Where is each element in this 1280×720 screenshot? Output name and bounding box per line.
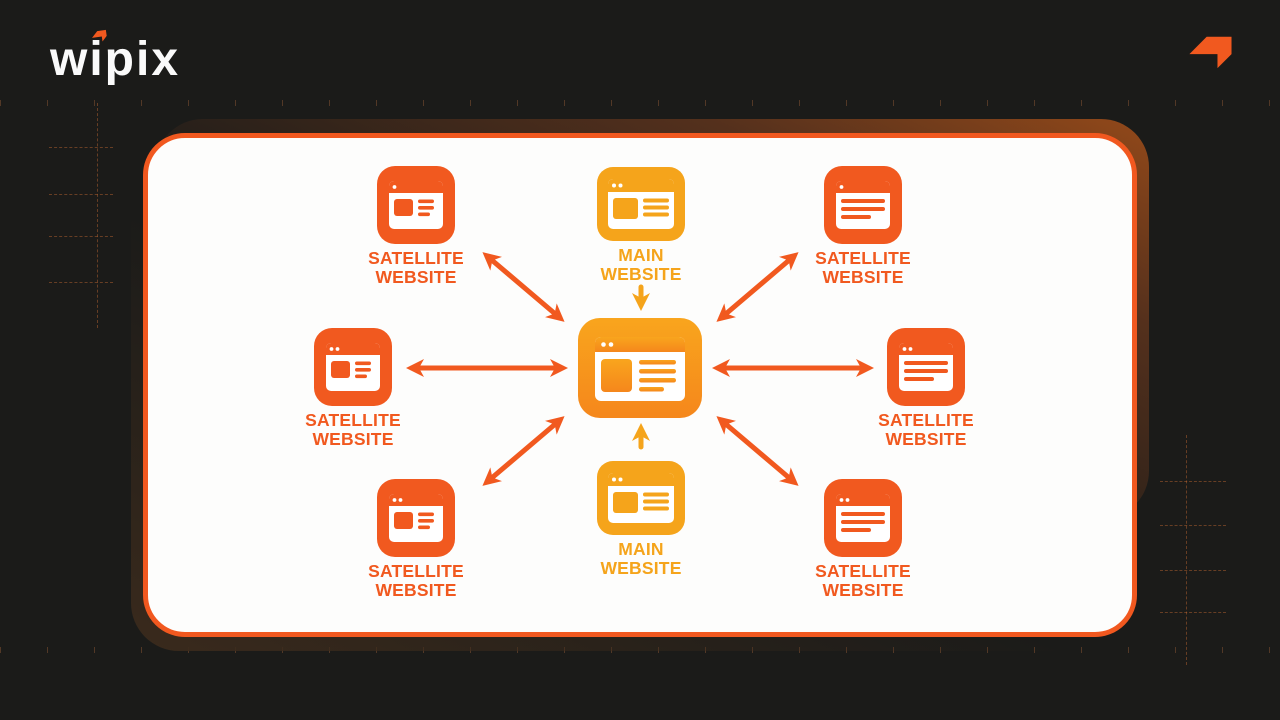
browser-article-icon <box>824 479 902 557</box>
node-label-line1: MAIN <box>618 245 664 265</box>
node-label-line1: SATELLITE <box>305 410 401 430</box>
node-label-line2: WEBSITE <box>375 267 457 287</box>
node-label: MAIN WEBSITE <box>561 540 721 578</box>
node-label: SATELLITE WEBSITE <box>336 249 496 287</box>
dashed-line <box>1160 481 1226 482</box>
node-label-line2: WEBSITE <box>885 429 967 449</box>
dashed-line <box>1160 525 1226 526</box>
node-label-line2: WEBSITE <box>822 580 904 600</box>
node-label: MAIN WEBSITE <box>561 246 721 284</box>
brand-logo: wipix <box>50 34 180 86</box>
node-satellite-top-right: SATELLITE WEBSITE <box>783 166 943 287</box>
node-label-line1: MAIN <box>618 539 664 559</box>
browser-window-icon <box>597 167 685 241</box>
central-hub-browser-icon <box>578 318 702 418</box>
node-label-line2: WEBSITE <box>312 429 394 449</box>
browser-article-icon <box>824 166 902 244</box>
node-label: SATELLITE WEBSITE <box>846 411 1006 449</box>
node-label-line1: SATELLITE <box>368 561 464 581</box>
dashed-line <box>1186 435 1187 665</box>
browser-window-icon <box>314 328 392 406</box>
node-label-line2: WEBSITE <box>822 267 904 287</box>
dashed-line <box>49 194 113 195</box>
dashed-line <box>49 236 113 237</box>
node-satellite-bottom-left: SATELLITE WEBSITE <box>336 479 496 600</box>
brand-logo-text: wipix <box>50 33 181 86</box>
browser-window-icon <box>597 461 685 535</box>
brand-arrow-icon <box>1184 26 1238 80</box>
node-satellite-bottom-right: SATELLITE WEBSITE <box>783 479 943 600</box>
node-satellite-mid-left: SATELLITE WEBSITE <box>273 328 433 449</box>
node-label-line1: SATELLITE <box>368 248 464 268</box>
node-satellite-mid-right: SATELLITE WEBSITE <box>846 328 1006 449</box>
browser-window-icon <box>377 479 455 557</box>
browser-article-icon <box>887 328 965 406</box>
node-main-bottom: MAIN WEBSITE <box>561 461 721 578</box>
node-satellite-top-left: SATELLITE WEBSITE <box>336 166 496 287</box>
node-label: SATELLITE WEBSITE <box>336 562 496 600</box>
dashed-line <box>97 103 98 328</box>
node-label-line1: SATELLITE <box>815 248 911 268</box>
node-label: SATELLITE WEBSITE <box>783 562 943 600</box>
ruler-ticks-top <box>0 100 1280 106</box>
node-label-line2: WEBSITE <box>600 264 682 284</box>
node-label-line1: SATELLITE <box>878 410 974 430</box>
brand-arrow-icon <box>89 26 110 47</box>
dashed-line <box>49 147 113 148</box>
dashed-line <box>1160 612 1226 613</box>
node-label: SATELLITE WEBSITE <box>783 249 943 287</box>
node-label-line2: WEBSITE <box>375 580 457 600</box>
dashed-line <box>49 282 113 283</box>
node-main-top: MAIN WEBSITE <box>561 167 721 284</box>
node-label-line1: SATELLITE <box>815 561 911 581</box>
browser-window-icon <box>377 166 455 244</box>
node-label: SATELLITE WEBSITE <box>273 411 433 449</box>
dashed-line <box>1160 570 1226 571</box>
node-label-line2: WEBSITE <box>600 558 682 578</box>
